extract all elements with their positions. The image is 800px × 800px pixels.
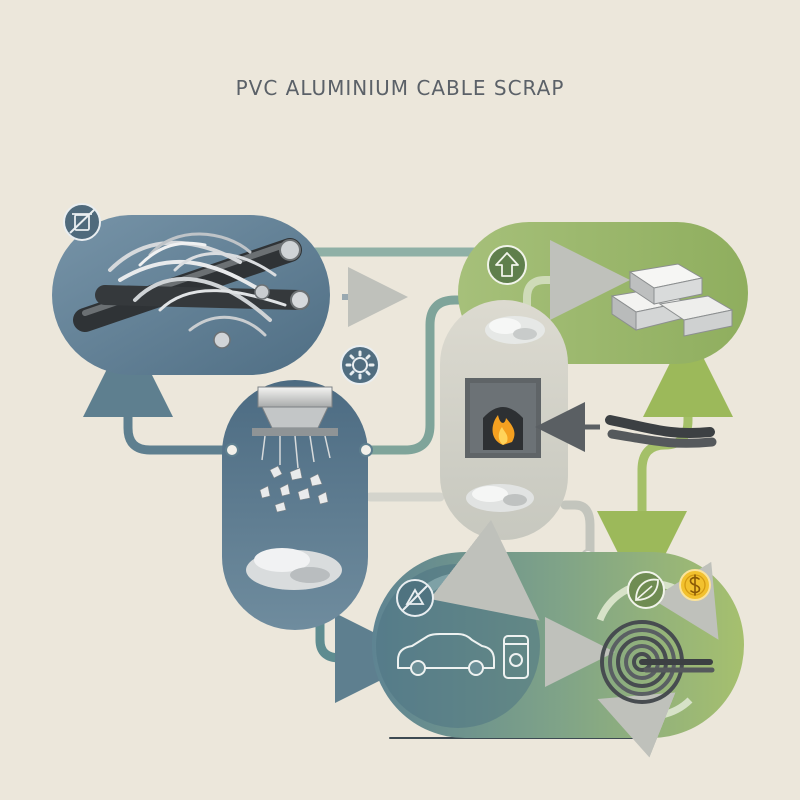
connector-shredder-left-up <box>83 327 235 455</box>
new-cable-coil <box>600 620 715 704</box>
cable-input <box>535 402 717 452</box>
no-trash-icon <box>63 203 101 241</box>
furnace-panel <box>440 300 568 540</box>
aluminium-ingots <box>610 263 734 337</box>
connector-shredder-down <box>315 607 425 703</box>
dollar-coin-icon <box>679 569 711 601</box>
shredder-panel <box>222 380 368 630</box>
gear-icon <box>340 345 380 385</box>
up-arrow-icon <box>487 245 527 285</box>
car-icon <box>397 633 495 669</box>
melting-furnace <box>465 378 541 458</box>
connector-right-vertical <box>637 327 733 553</box>
shredded-granules <box>246 548 342 590</box>
connector-furnace-to-bottom <box>560 500 595 557</box>
shredder-granulator <box>252 386 338 513</box>
aluminium-granules-top <box>485 316 545 344</box>
no-dump-icon <box>396 579 434 617</box>
cable-scrap-panel <box>52 215 408 375</box>
leaf-icon <box>627 571 665 609</box>
cable-scrap-bundle <box>73 232 310 349</box>
reuse-products <box>397 633 529 679</box>
can-icon <box>503 635 529 679</box>
connector-shredder-right-up <box>360 295 475 455</box>
page-title: PVC ALUMINIUM CABLE SCRAP <box>235 76 565 100</box>
aluminium-granules-bottom <box>466 484 534 512</box>
connectors <box>83 247 733 739</box>
